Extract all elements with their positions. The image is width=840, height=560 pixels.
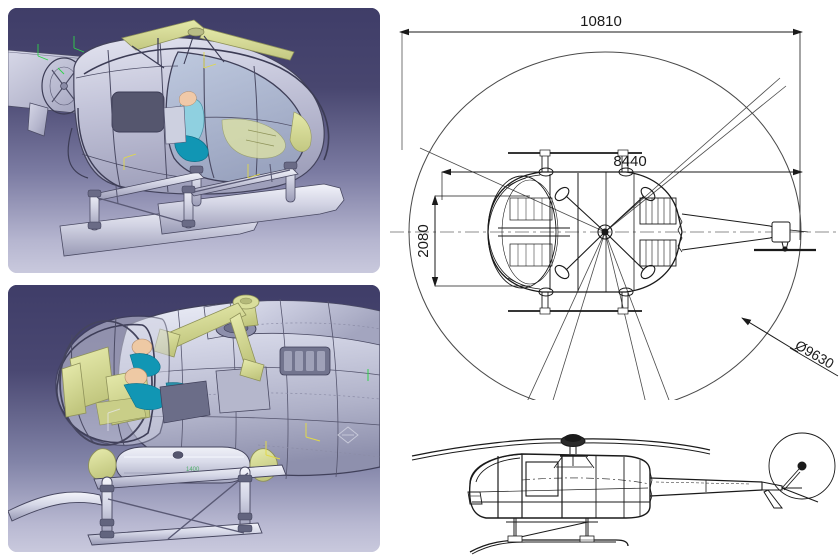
dim-overall-length: 10810 bbox=[580, 13, 622, 30]
dim-fuselage-width: 2080 bbox=[415, 224, 432, 257]
render-bottom-artwork: 1400 bbox=[8, 285, 380, 552]
svg-text:1400: 1400 bbox=[186, 467, 200, 473]
render-top-artwork bbox=[8, 8, 380, 273]
side-view-artwork bbox=[411, 432, 836, 555]
helicopter-3d-view-cockpit-closeup: 1400 bbox=[8, 285, 380, 552]
top-view-artwork: 10810 8440 2080 bbox=[390, 13, 840, 400]
helicopter-3d-view-side-quarter bbox=[8, 8, 380, 273]
top-view-plan: 10810 8440 2080 bbox=[390, 0, 840, 400]
side-view-elevation bbox=[410, 410, 840, 560]
dim-rotor-diameter: Ø9630 bbox=[793, 337, 838, 372]
